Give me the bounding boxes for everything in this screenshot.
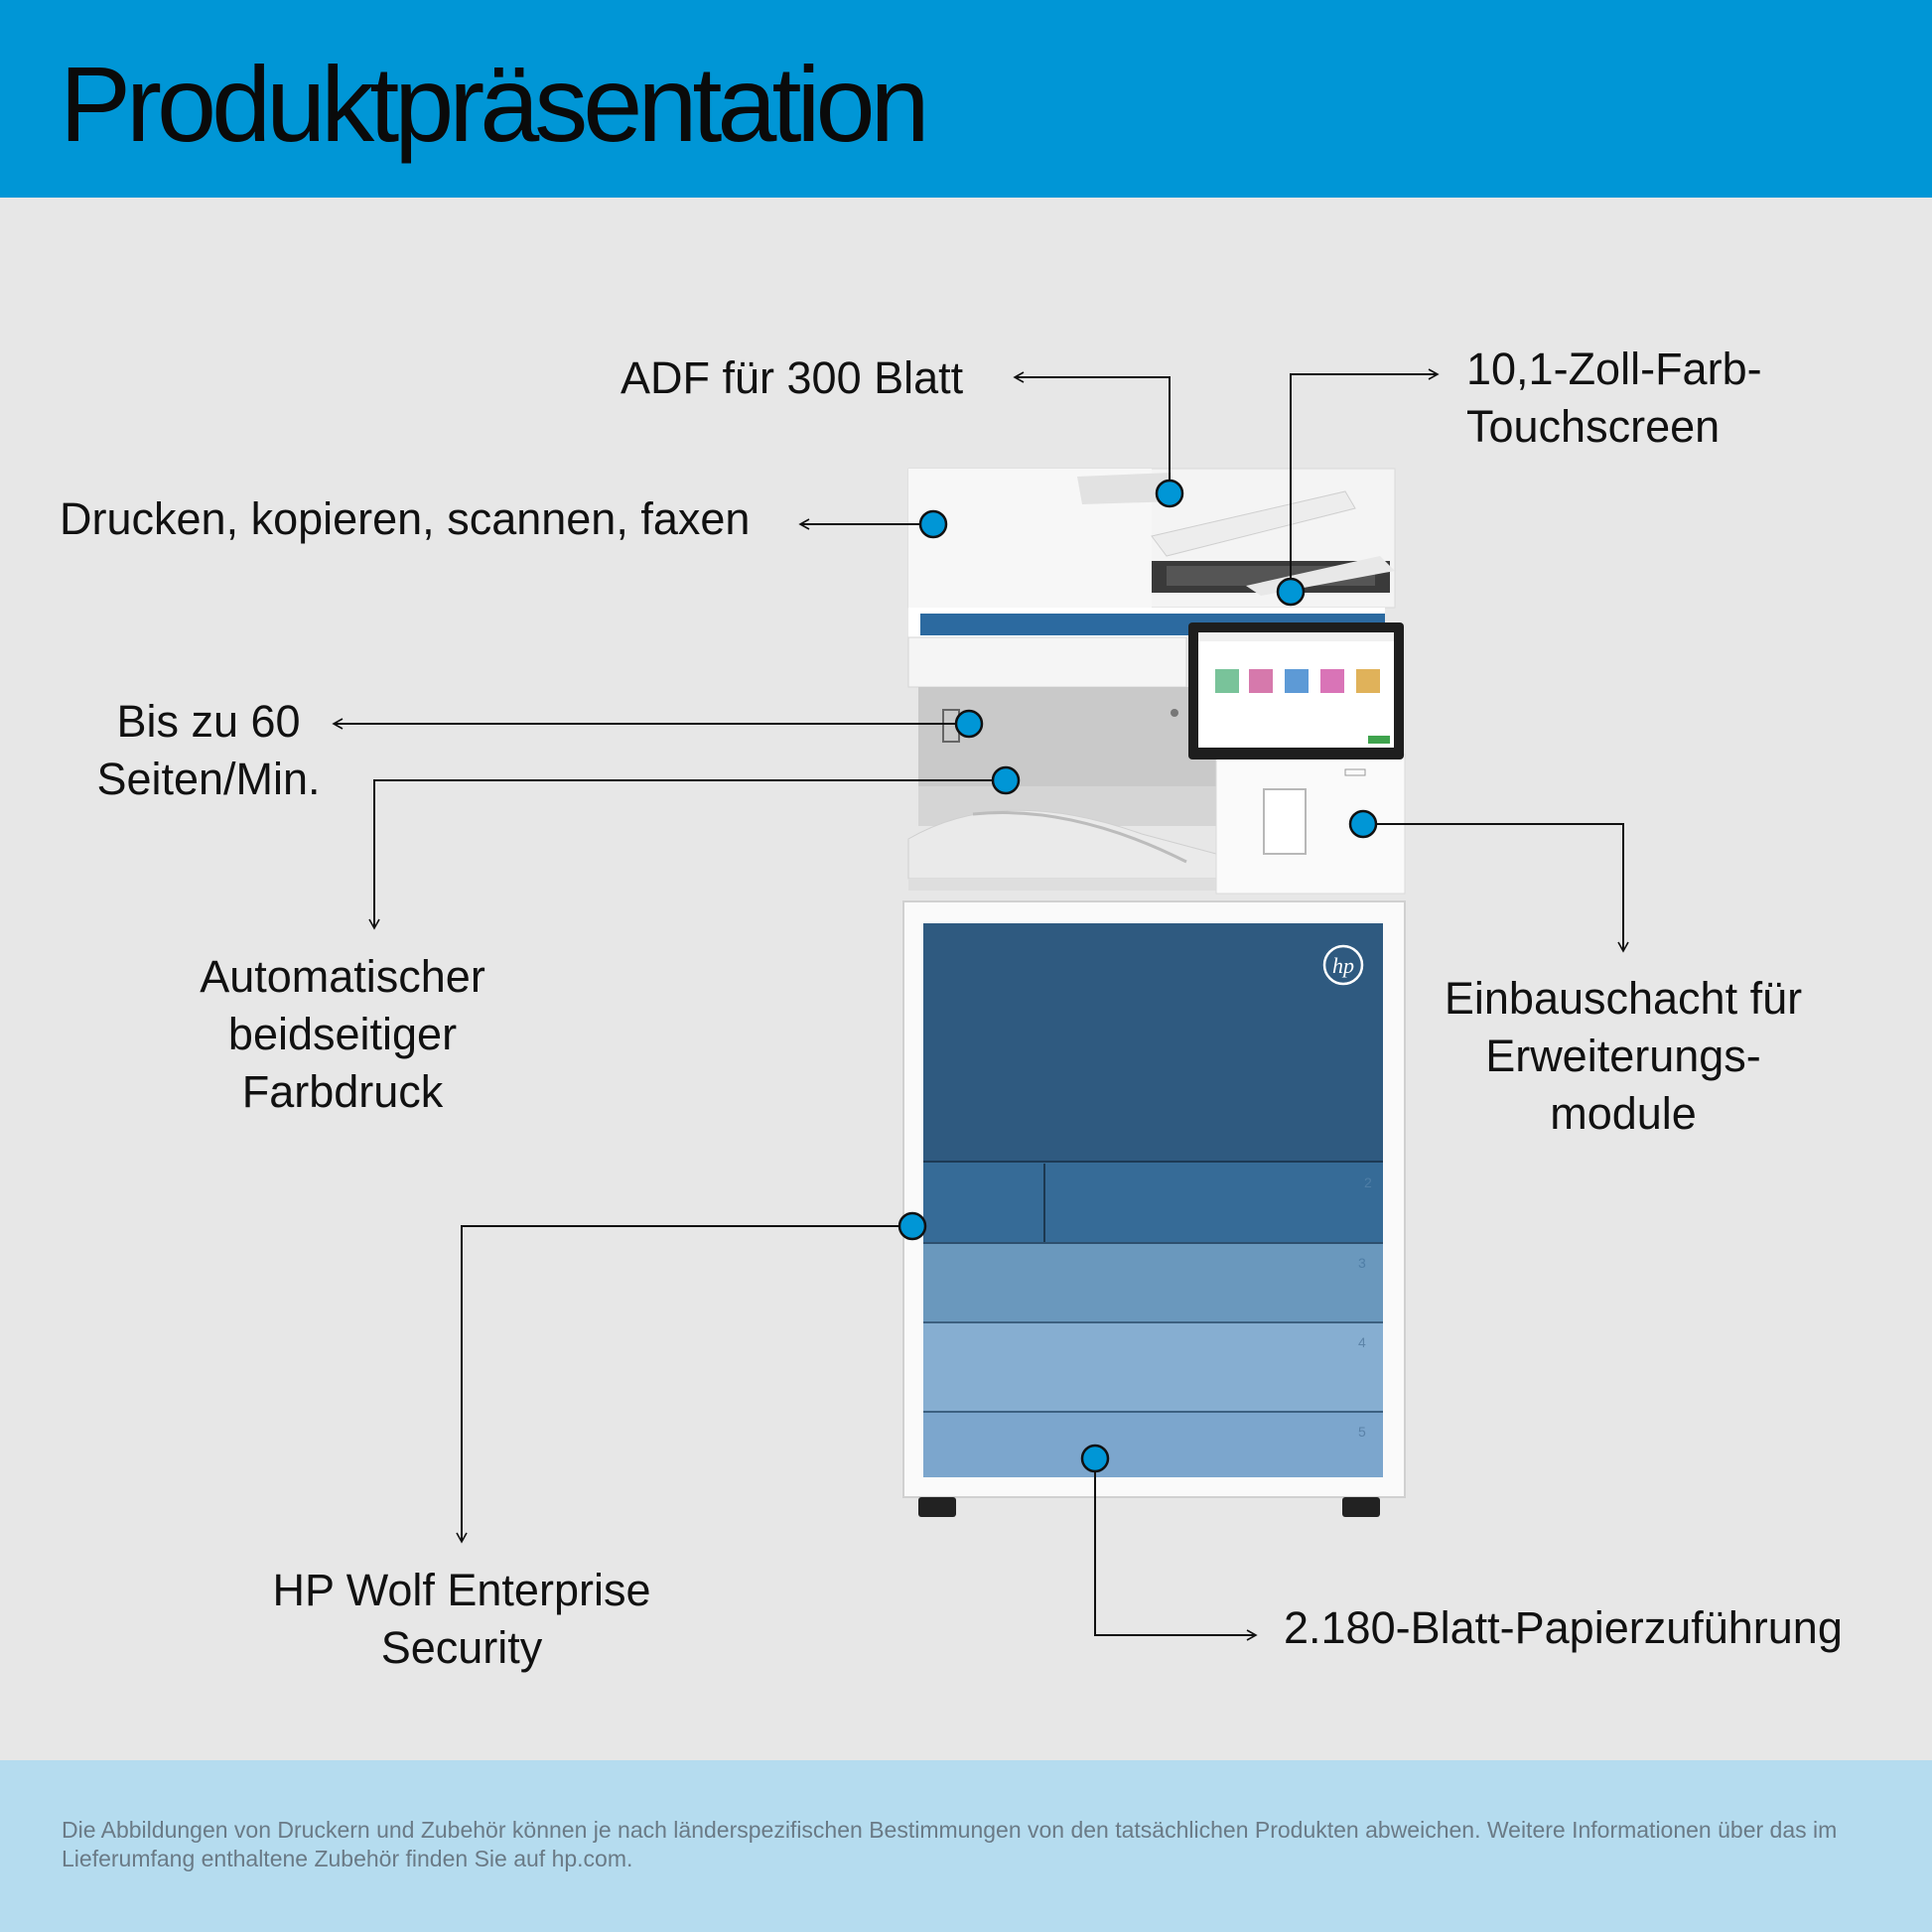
tray-number: 3 [1358, 1255, 1366, 1271]
callout-duplex [368, 779, 1006, 930]
feature-paper: 2.180-Blatt-Papierzuführung [1284, 1602, 1843, 1653]
footer-bar: Die Abbildungen von Druckern und Zubehör… [0, 1760, 1932, 1932]
feature-duplex-line: Farbdruck [241, 1066, 444, 1117]
hp-logo-icon [1322, 944, 1364, 986]
feature-security-line: Security [380, 1622, 543, 1673]
feature-duplex-line: beidseitiger [227, 1009, 458, 1059]
callout-markers [897, 479, 1378, 1473]
feature-speed-line: Bis zu 60 [116, 696, 301, 747]
marker-dot [918, 509, 948, 539]
feature-security-line: HP Wolf Enterprise [272, 1565, 651, 1615]
feature-touchscreen-line: Touchscreen [1466, 401, 1721, 452]
feature-expansion-line: Einbauschacht für [1444, 973, 1803, 1024]
feature-duplex: Automatischer beidseitiger Farbdruck [144, 948, 541, 1121]
marker-dot [954, 709, 984, 739]
scanner-unit [907, 468, 1396, 609]
marker-dot [1080, 1444, 1110, 1473]
callout-adf [1013, 371, 1171, 493]
paper-cabinet: hp 2 3 4 5 [902, 900, 1406, 1517]
marker-dot [1276, 577, 1306, 607]
callout-expansion [1363, 823, 1629, 953]
callout-lines [332, 368, 1629, 1641]
hp-logo-text: hp [1332, 953, 1354, 978]
tray-number: 4 [1358, 1334, 1366, 1350]
feature-speed: Bis zu 60 Seiten/Min. [55, 693, 362, 808]
marker-dot [897, 1211, 927, 1241]
feature-functions: Drucken, kopieren, scannen, faxen [60, 493, 751, 544]
marker-dot [991, 765, 1021, 795]
feature-touchscreen-line: 10,1-Zoll-Farb- [1466, 344, 1762, 394]
callout-paper [1094, 1458, 1258, 1641]
printer-body [907, 687, 1406, 895]
header-bar: Produktpräsentation [0, 0, 1932, 198]
feature-expansion: Einbauschacht für Erweiterungs- module [1410, 970, 1837, 1143]
feature-security: HP Wolf Enterprise Security [223, 1562, 700, 1677]
tray-number: 2 [1364, 1174, 1372, 1190]
feature-touchscreen: 10,1-Zoll-Farb- Touchscreen [1466, 341, 1762, 456]
feature-adf: ADF für 300 Blatt [621, 352, 964, 403]
feature-expansion-line: module [1550, 1088, 1697, 1139]
disclaimer-text: Die Abbildungen von Druckern und Zubehör… [62, 1817, 1838, 1871]
touchscreen-display [1188, 622, 1404, 759]
marker-dot [1348, 809, 1378, 839]
feature-duplex-line: Automatischer [200, 951, 485, 1002]
feature-speed-line: Seiten/Min. [96, 754, 321, 804]
tray-number: 5 [1358, 1424, 1366, 1440]
page-title: Produktpräsentation [60, 44, 930, 164]
feature-expansion-line: Erweiterungs- [1485, 1031, 1761, 1081]
callout-touchscreen [1290, 368, 1440, 592]
callout-security [456, 1225, 912, 1544]
marker-dot [1155, 479, 1184, 508]
